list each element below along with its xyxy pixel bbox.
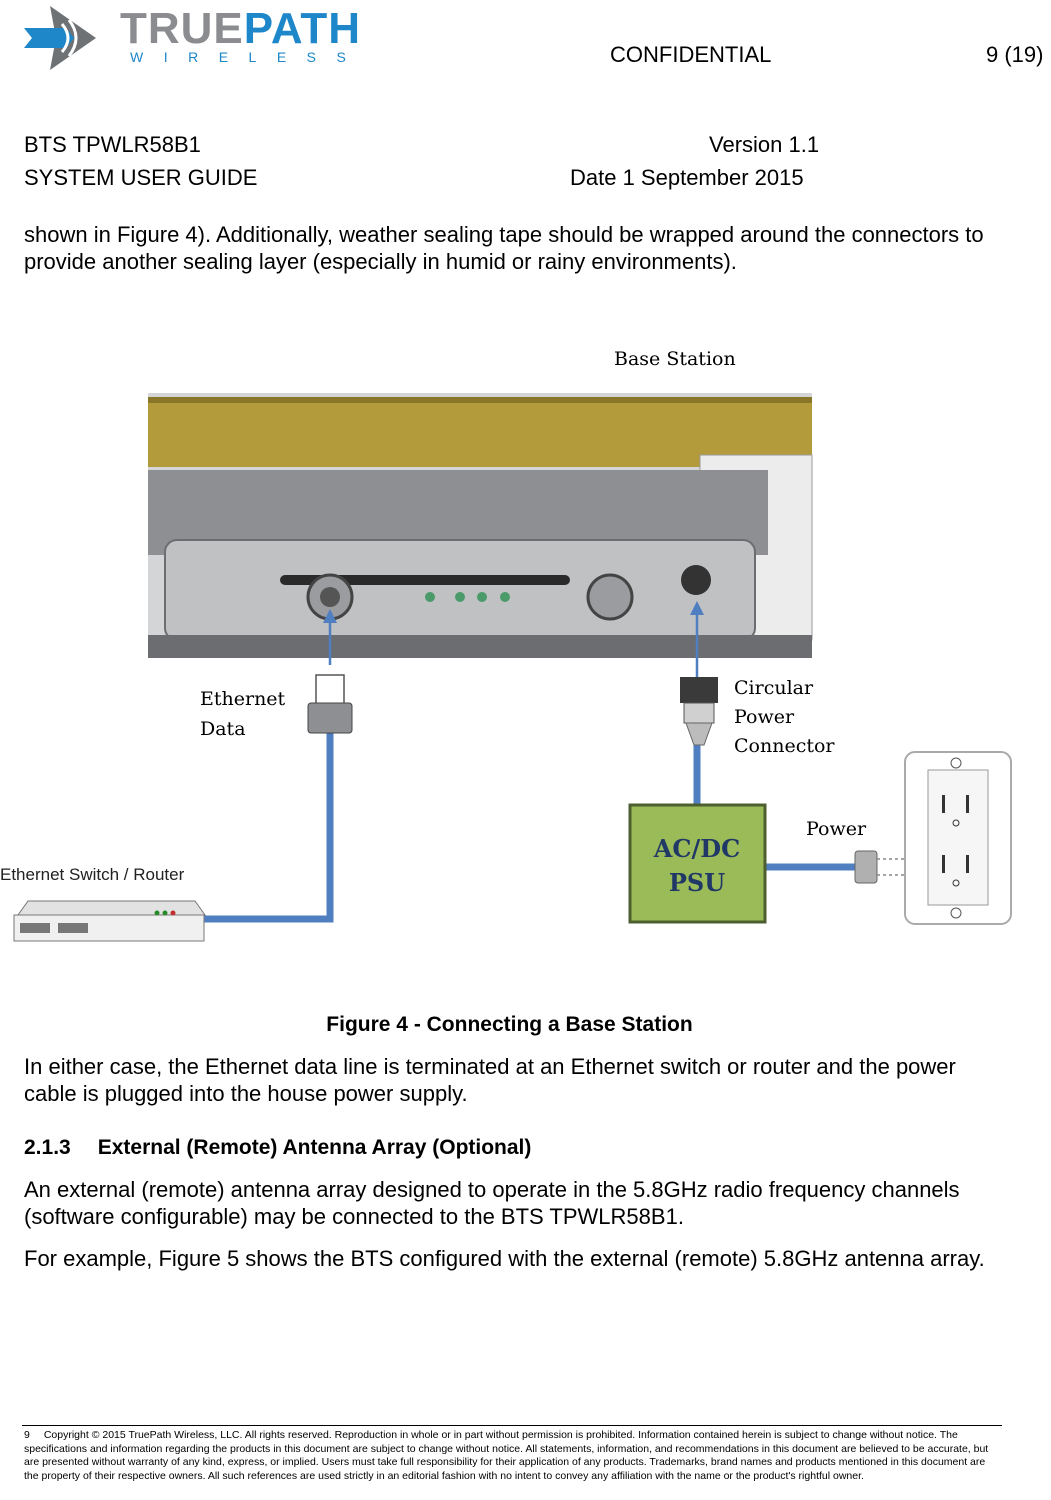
logo-word-true: TRUE (120, 4, 244, 53)
figure-caption: Figure 4 - Connecting a Base Station (326, 1013, 693, 1036)
footer-page-number: 9 (24, 1429, 30, 1441)
intro-paragraph: shown in Figure 4). Additionally, weathe… (24, 222, 984, 274)
page-number: 9 (19) (986, 42, 1044, 67)
section-title: External (Remote) Antenna Array (Optiona… (97, 1136, 532, 1159)
section-paragraph-1: An external (remote) antenna array desig… (24, 1177, 960, 1229)
logo-wordmark: TRUEPATH (120, 5, 361, 53)
logo-subtitle: WIRELESS (130, 49, 367, 65)
ethernet-switch-icon (13, 900, 206, 942)
doc-date: Date 1 September 2015 (570, 165, 804, 190)
base-station-label: Base Station (614, 348, 736, 370)
footer-divider (22, 1425, 1002, 1426)
ethernet-label-line2: Data (200, 718, 246, 740)
ethernet-label-line1: Ethernet (200, 688, 286, 710)
wall-outlet-icon (904, 751, 1012, 925)
company-logo: TRUEPATH WIRELESS (22, 2, 382, 74)
section-number: 2.1.3 (24, 1136, 71, 1159)
after-figure-paragraph: In either case, the Ethernet data line i… (24, 1054, 956, 1106)
section-heading: 2.1.3 External (Remote) Antenna Array (Op… (24, 1135, 531, 1161)
base-station-unit (148, 393, 813, 658)
doc-title-line1: BTS TPWLR58B1 (24, 132, 201, 157)
cables (150, 601, 860, 923)
doc-title-line2: SYSTEM USER GUIDE (24, 165, 258, 190)
ethernet-plug-icon (307, 674, 353, 734)
circular-label-line3: Connector (734, 735, 835, 757)
logo-arrow-icon (24, 6, 96, 70)
circular-connector-icon (680, 677, 718, 746)
connection-diagram: AC/DC PSU Base Station Ethernet Data Cir… (0, 348, 1012, 942)
psu-label-line1: AC/DC (653, 834, 740, 863)
confidential-label: CONFIDENTIAL (610, 42, 772, 67)
circular-label-line2: Power (734, 706, 795, 728)
psu-label-line2: PSU (669, 868, 725, 897)
power-label: Power (806, 818, 867, 840)
footer-copyright-text: Copyright © 2015 TruePath Wireless, LLC.… (24, 1429, 989, 1482)
section-paragraph-2: For example, Figure 5 shows the BTS conf… (24, 1246, 985, 1271)
logo-word-path: PATH (243, 4, 362, 53)
ac-dc-psu: AC/DC PSU (628, 803, 767, 924)
circular-label-line1: Circular (734, 677, 814, 699)
doc-version: Version 1.1 (709, 132, 820, 157)
switch-label: Ethernet Switch / Router (0, 865, 185, 884)
